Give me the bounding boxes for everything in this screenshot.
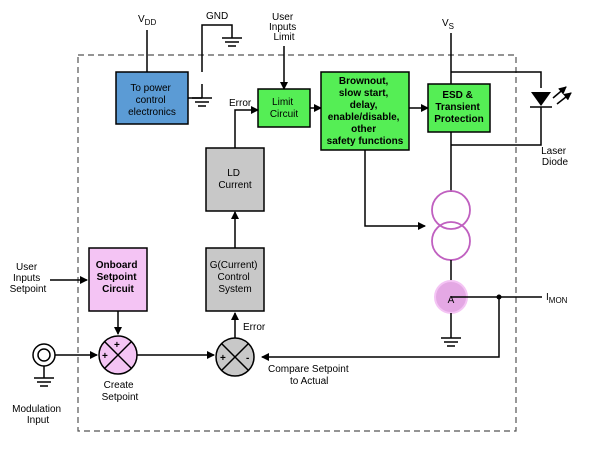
power-control-block — [115, 71, 189, 125]
current-source-icon — [431, 190, 471, 261]
esd-label: ESD & Transient Protection — [434, 90, 483, 125]
modulation-input-label: Modulation Input — [12, 404, 64, 426]
create-setpoint-label: Create Setpoint — [102, 380, 139, 403]
error-top-label: Error — [229, 98, 252, 109]
gnd-label: GND — [206, 11, 228, 22]
feedback-to-compare-arrow — [261, 297, 500, 361]
imon-label: IMON — [546, 292, 568, 305]
ammeter-label: A — [448, 295, 455, 306]
onboard-setpoint-block — [88, 247, 148, 312]
user-inputs-setpoint-label: User Inputs Setpoint — [10, 262, 47, 295]
gcontrol-label: G(Current) Control System — [210, 260, 261, 295]
ld-current-label: LD Current — [218, 168, 252, 191]
ground-symbol-power — [192, 97, 212, 107]
create-plus-top: + — [114, 340, 120, 351]
laser-diode-label: Laser Diode — [541, 146, 569, 168]
create-plus-left: + — [102, 351, 108, 362]
laser-diode-icon — [530, 86, 572, 118]
limit-circuit-label: Limit Circuit — [270, 97, 299, 120]
gnd-wire — [201, 24, 233, 72]
esd-block — [427, 83, 491, 133]
ld-to-limit-arrow — [234, 106, 259, 148]
gcontrol-block — [205, 247, 265, 312]
compare-plus-sign: + — [220, 353, 226, 364]
vs-to-laser-wire — [451, 71, 542, 88]
ground-symbol-ammeter — [441, 337, 461, 347]
compare-summing-junction — [215, 337, 255, 377]
bnc-connector-icon — [32, 343, 56, 387]
ground-symbol-gnd — [222, 37, 242, 47]
compare-minus-sign: - — [246, 353, 249, 364]
module-boundary — [77, 54, 517, 432]
limit-circuit-block — [257, 88, 311, 128]
power-control-label: To power control electronics — [128, 83, 176, 118]
compare-label: Compare Setpoint to Actual — [268, 364, 351, 387]
onboard-setpoint-label: Onboard Setpoint Circuit — [96, 260, 140, 295]
vs-label: VS — [442, 18, 454, 31]
user-inputs-limit-label: User Inputs Limit — [269, 12, 299, 43]
laser-return-wire — [451, 118, 542, 146]
brownout-label: Brownout, slow start, delay, enable/disa… — [327, 76, 404, 147]
create-setpoint-summing-junction — [98, 335, 138, 375]
error-bottom-label: Error — [243, 322, 266, 333]
brownout-to-source-arrow — [364, 150, 426, 230]
vdd-label: VDD — [138, 14, 156, 27]
